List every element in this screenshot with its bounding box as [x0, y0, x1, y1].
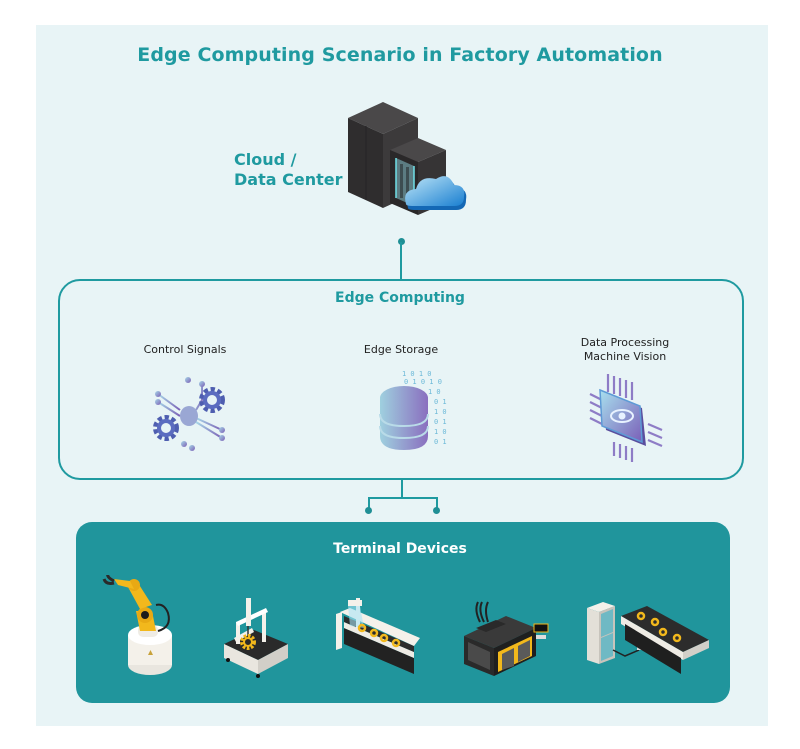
service-label-line: Control Signals — [143, 343, 227, 356]
connector-dot-top — [398, 238, 405, 245]
cmm-icon — [224, 598, 288, 678]
robot-arm-icon — [102, 575, 172, 675]
svg-text:0 1: 0 1 — [434, 418, 447, 426]
cloud-label-line1: Cloud / — [234, 150, 297, 169]
terminal-devices-box — [76, 522, 730, 703]
diagram-title: Edge Computing Scenario in Factory Autom… — [137, 44, 663, 66]
server-cloud-icon — [348, 102, 467, 215]
connector-dot-right — [433, 507, 440, 514]
service-label-line: Edge Storage — [363, 343, 439, 356]
eye-icon — [610, 409, 634, 423]
svg-text:1 0: 1 0 — [428, 388, 441, 396]
svg-text:1 0: 1 0 — [434, 428, 447, 436]
binary-digits: 1 0 1 0 0 1 0 1 0 1 0 0 1 1 0 0 1 1 0 0 … — [402, 370, 447, 446]
gear-icon — [199, 387, 225, 413]
connector-branch-right — [436, 497, 438, 509]
svg-text:0 1: 0 1 — [434, 438, 447, 446]
cloud-label-line2: Data Center — [234, 170, 343, 189]
connector-edge-trunk — [401, 480, 403, 498]
cloud-data-center-label: Cloud / Data Center — [234, 150, 342, 190]
svg-text:0 1 0 1 0: 0 1 0 1 0 — [404, 378, 442, 386]
service-label-edge-storage: Edge Storage — [321, 343, 481, 357]
connector-cloud-edge — [400, 242, 402, 280]
edge-computing-box — [58, 279, 744, 480]
service-label-control-signals: Control Signals — [105, 343, 265, 357]
terminal-devices-title: Terminal Devices — [333, 541, 467, 557]
svg-text:1 0 1 0: 1 0 1 0 — [402, 370, 432, 378]
cabinet-conveyor-icon — [587, 602, 709, 674]
service-label-data-processing: Data Processing Machine Vision — [545, 336, 705, 364]
chip-eye-icon — [589, 374, 663, 462]
svg-text:0 1: 0 1 — [434, 398, 447, 406]
connector-dot-left — [365, 507, 372, 514]
connector-branch-left — [368, 497, 370, 509]
connector-edge-branch — [368, 497, 438, 499]
database-binary-icon: 1 0 1 0 0 1 0 1 0 1 0 0 1 1 0 0 1 1 0 0 … — [379, 370, 447, 450]
svg-text:1 0: 1 0 — [434, 408, 447, 416]
circuit-gears-icon — [153, 377, 225, 451]
cnc-machine-icon — [464, 601, 549, 676]
edge-computing-title: Edge Computing — [335, 290, 465, 306]
gear-part — [240, 634, 256, 650]
service-label-line: Data Processing — [580, 336, 670, 349]
cloud-icon — [405, 176, 467, 210]
service-label-line: Machine Vision — [583, 350, 667, 363]
vision-conveyor-icon — [336, 598, 420, 674]
gear-icon — [153, 415, 179, 441]
